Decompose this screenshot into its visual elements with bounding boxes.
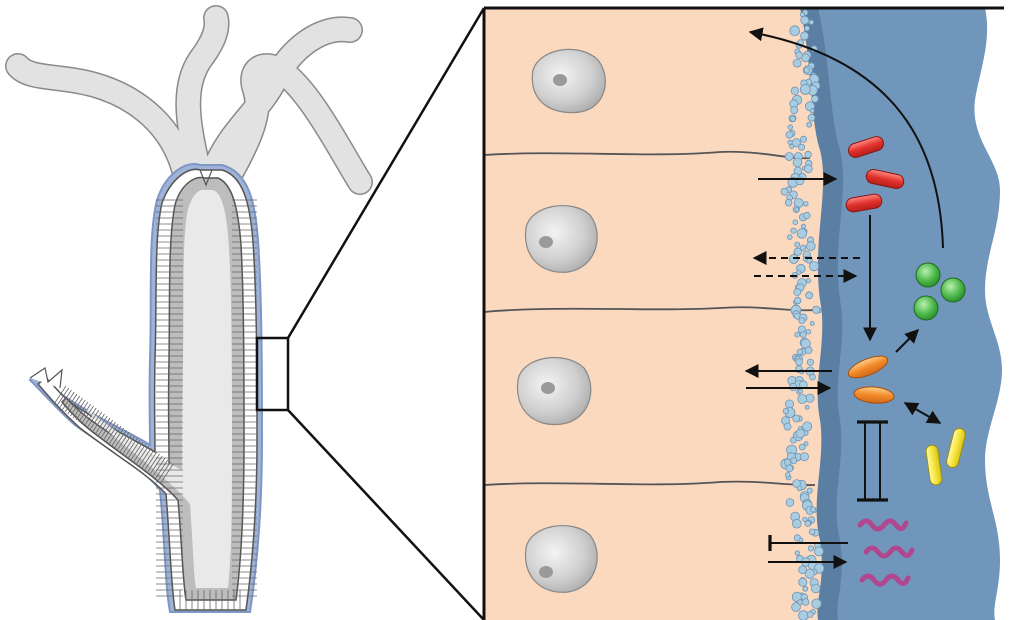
vesicle: [806, 292, 813, 299]
vesicle: [805, 26, 810, 31]
vesicle: [802, 599, 809, 606]
vesicle: [799, 318, 805, 324]
vesicle: [805, 347, 812, 354]
vesicle: [796, 429, 805, 438]
vesicle: [784, 423, 791, 430]
vesicle: [810, 262, 819, 271]
vesicle: [793, 220, 798, 225]
vesicle: [793, 59, 801, 67]
vesicle: [806, 242, 815, 251]
vesicle: [797, 270, 801, 274]
vesicle: [786, 473, 791, 478]
vesicle: [801, 224, 805, 228]
vesicle: [811, 584, 820, 593]
vesicle: [799, 538, 803, 542]
vesicle: [791, 458, 797, 464]
vesicle: [813, 306, 820, 313]
vesicle: [792, 519, 801, 528]
vesicle: [783, 408, 788, 413]
vesicle: [807, 612, 813, 618]
vesicle: [808, 546, 813, 551]
vesicle: [807, 122, 812, 127]
vesicle: [788, 140, 792, 144]
vesicle: [786, 131, 793, 138]
nucleus-cell-1: [532, 49, 605, 112]
vesicle: [799, 389, 803, 393]
vesicle: [810, 109, 814, 113]
tentacles: [18, 18, 360, 182]
vesicle: [787, 235, 792, 240]
vesicle: [810, 374, 816, 380]
vesicle: [800, 84, 810, 94]
vesicle: [809, 529, 815, 535]
vesicle: [795, 208, 799, 212]
vesicle: [803, 422, 812, 431]
vesicle: [805, 569, 814, 578]
zoom-panel: [484, 8, 1013, 620]
vesicle: [804, 165, 812, 173]
vesicle: [794, 248, 801, 255]
vesicle: [790, 144, 794, 148]
vesicle: [792, 603, 801, 612]
vesicle: [793, 158, 802, 167]
vesicle: [788, 125, 793, 130]
vesicle: [805, 405, 809, 409]
vesicle: [786, 499, 794, 507]
vesicle: [804, 202, 809, 207]
vesicle: [804, 67, 810, 73]
vesicle: [795, 242, 800, 247]
vesicle: [793, 415, 800, 422]
vesicle: [797, 349, 803, 355]
vesicle: [805, 521, 811, 527]
vesicle: [790, 116, 795, 121]
vesicle: [785, 199, 792, 206]
vesicle: [796, 359, 803, 366]
vesicle: [795, 332, 800, 337]
vesicle: [785, 153, 793, 161]
vesicle: [799, 611, 809, 620]
vesicle: [805, 151, 812, 158]
nucleus-cell-4: [525, 526, 597, 593]
vesicle: [812, 96, 819, 103]
vesicle: [796, 52, 803, 59]
vesicle: [814, 547, 823, 556]
hydra-polyp: [18, 18, 360, 612]
vesicle: [800, 136, 806, 142]
vesicle: [791, 228, 796, 233]
vesicle: [785, 400, 793, 408]
vesicle: [797, 229, 807, 239]
nucleus-cell-3: [517, 358, 590, 425]
vesicle: [806, 279, 810, 283]
vesicle: [812, 599, 822, 609]
vesicle: [791, 107, 798, 114]
vesicle: [794, 297, 801, 304]
vesicle: [790, 26, 800, 36]
vesicle: [797, 486, 802, 491]
vesicle: [810, 322, 814, 326]
vesicle: [799, 578, 807, 586]
vesicle: [806, 329, 811, 334]
vesicle: [781, 188, 788, 195]
vesicle: [808, 114, 815, 121]
vesicle: [800, 332, 806, 338]
vesicle: [809, 20, 813, 24]
nucleus-cell-2: [525, 206, 597, 273]
vesicle: [801, 16, 809, 24]
vesicle: [791, 87, 799, 95]
vesicle: [804, 212, 810, 218]
vesicle: [801, 32, 809, 40]
vesicle: [800, 453, 808, 461]
vesicle: [786, 465, 793, 472]
vesicle: [794, 289, 801, 296]
vesicle: [799, 144, 805, 150]
vesicle: [790, 437, 796, 443]
vesicle: [799, 444, 805, 450]
vesicle: [803, 586, 808, 591]
vesicle: [798, 395, 807, 404]
vesicle: [810, 507, 815, 512]
vesicle: [807, 359, 813, 365]
vesicle: [795, 551, 800, 556]
